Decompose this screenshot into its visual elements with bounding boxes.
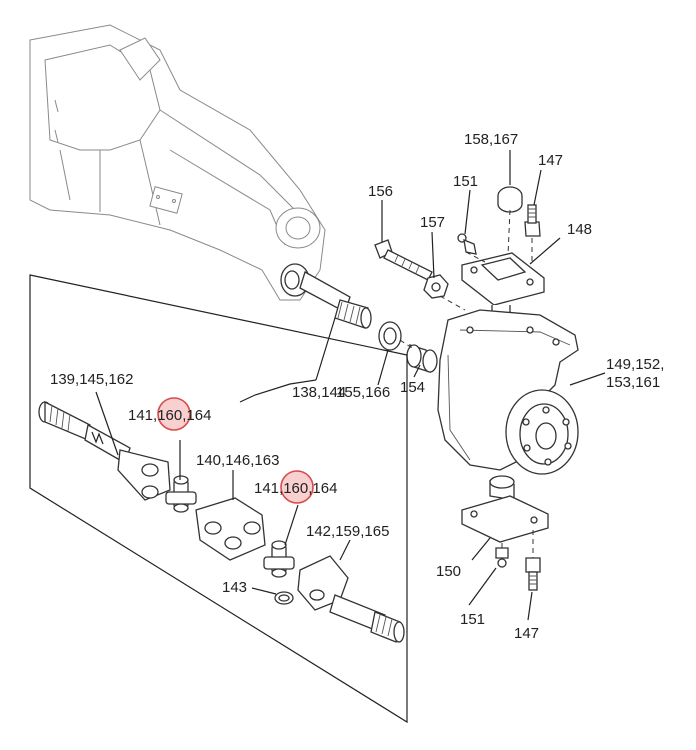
label-158-167: 158,167 [464, 131, 518, 148]
highlight-circle-160-a [157, 397, 191, 431]
plug-158 [497, 186, 523, 213]
label-154: 154 [400, 379, 425, 396]
label-156: 156 [368, 183, 393, 200]
inset-frame [29, 274, 408, 724]
grease-nipple-151-bottom [495, 547, 509, 568]
label-141-160-164-b: 141,160,164 [254, 480, 337, 497]
center-yoke-140 [195, 497, 266, 561]
grease-nipple-151-top [457, 233, 477, 255]
bolt-156 [374, 239, 433, 281]
leader-lines [95, 150, 606, 621]
label-151-top: 151 [453, 173, 478, 190]
yoke-shaft-142 [297, 555, 405, 643]
axle-housing [29, 24, 326, 301]
cross-joint-141-b [263, 540, 295, 578]
label-150: 150 [436, 563, 461, 580]
label-142-159-165: 142,159,165 [306, 523, 389, 540]
bolt-147-bottom [525, 557, 541, 591]
knuckle-housing-149 [437, 309, 579, 475]
part-labels: 158,167 147 151 156 157 148 149,152, 153… [50, 131, 664, 642]
bushing-154 [406, 344, 438, 373]
label-141-160-164-a: 141,160,164 [128, 407, 211, 424]
lower-kingpin-plate-150 [461, 475, 549, 543]
cross-joint-141-a [165, 475, 197, 513]
label-155-166: 155,166 [336, 384, 390, 401]
label-151-bottom: 151 [460, 611, 485, 628]
label-143: 143 [222, 579, 247, 596]
label-149-line2: 153,161 [606, 374, 660, 391]
label-147-bottom: 147 [514, 625, 539, 642]
highlight-160 [157, 397, 314, 504]
bolt-147-top [524, 204, 541, 237]
drive-shaft-139 [38, 400, 171, 501]
assembly-center-lines [399, 209, 534, 558]
label-148: 148 [567, 221, 592, 238]
label-138-144: 138,144 [292, 384, 346, 401]
label-139-145-162: 139,145,162 [50, 371, 133, 388]
axle-stub-shaft [280, 263, 372, 329]
highlight-circle-160-b [280, 470, 314, 504]
label-149-line1: 149,152, [606, 356, 664, 373]
nut-157 [423, 274, 449, 299]
label-147-top: 147 [538, 152, 563, 169]
snap-ring-143 [274, 591, 294, 605]
oil-seal-155 [378, 321, 402, 351]
label-157: 157 [420, 214, 445, 231]
label-140-146-163: 140,146,163 [196, 452, 279, 469]
